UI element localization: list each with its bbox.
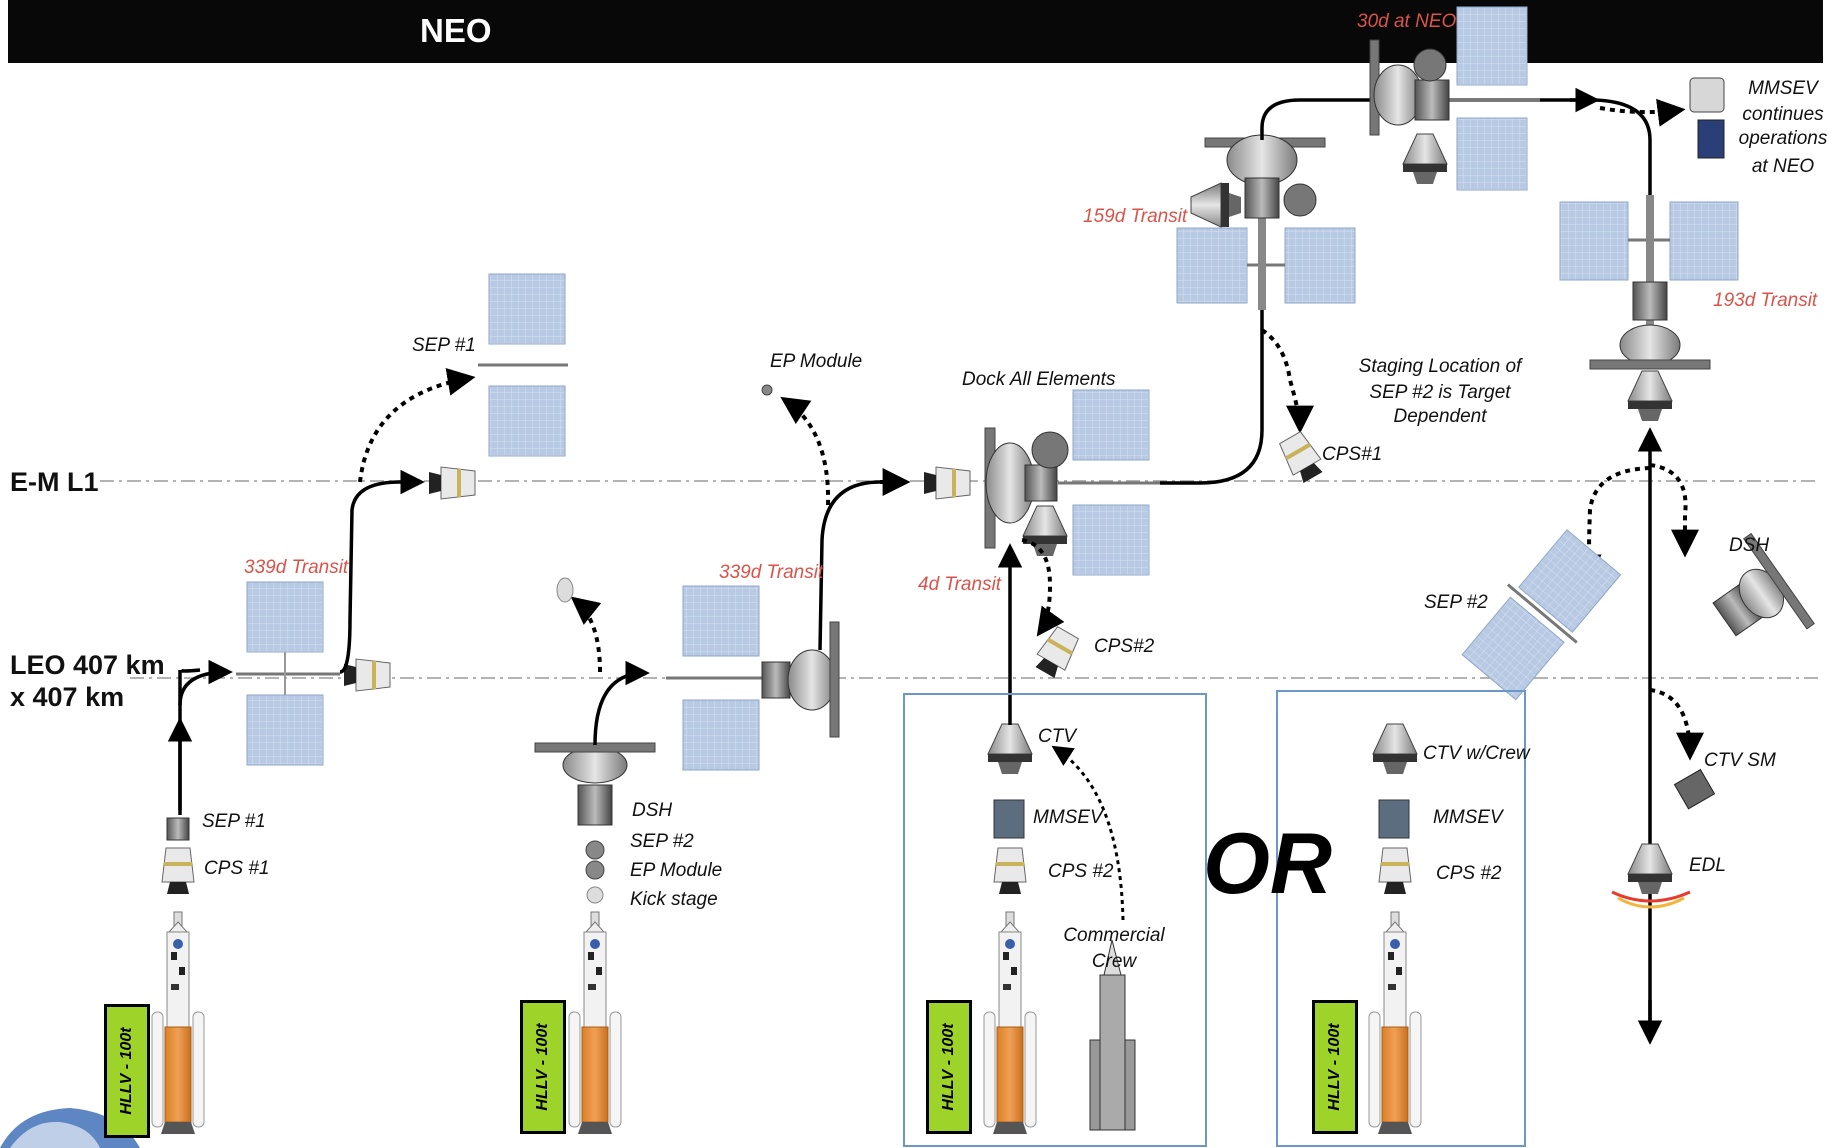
transit-4-label: 4d Transit — [918, 573, 1001, 596]
cps2-label-a: CPS #2 — [1048, 860, 1113, 883]
dsh-stack-label: DSH — [632, 799, 672, 822]
staging-note-line1: Staging Location of — [1350, 355, 1530, 378]
launch-vehicle-label: HLLV - 100t — [534, 1023, 552, 1110]
mmsev-note-line2: continues — [1738, 103, 1828, 126]
mmsev-label-b: MMSEV — [1433, 806, 1503, 829]
neo-stay-label: 30d at NEO — [1357, 10, 1456, 33]
sep1-stack-label: SEP #1 — [202, 810, 266, 833]
dsh-release-label: DSH — [1729, 534, 1769, 557]
ctv-crew-label: CTV w/Crew — [1423, 742, 1530, 765]
staging-note-line3: Dependent — [1350, 405, 1530, 428]
orbit-label-eml1: E-M L1 — [10, 467, 99, 498]
cps1-release-label: CPS#1 — [1322, 443, 1382, 466]
crew-option-box-commercial — [903, 693, 1207, 1147]
cps1-stack-label: CPS #1 — [204, 857, 269, 880]
cps2-label-b: CPS #2 — [1436, 862, 1501, 885]
ep-module-top-label: EP Module — [770, 350, 862, 373]
ctv-label: CTV — [1038, 725, 1076, 748]
ctv-sm-label: CTV SM — [1704, 749, 1776, 772]
edl-label: EDL — [1689, 854, 1726, 877]
launch-vehicle-badge-1: HLLV - 100t — [104, 1004, 150, 1138]
transit-159-label: 159d Transit — [1083, 205, 1187, 228]
mmsev-label-a: MMSEV — [1033, 806, 1103, 829]
dock-all-label: Dock All Elements — [962, 368, 1115, 391]
ep-module-stack-label: EP Module — [630, 859, 722, 882]
or-separator: OR — [1203, 815, 1332, 914]
transit-339-label-b: 339d Transit — [719, 561, 823, 584]
commercial-crew-line1: Commercial — [1060, 924, 1168, 947]
staging-note-line2: SEP #2 is Target — [1350, 381, 1530, 404]
mmsev-note-line4: at NEO — [1738, 155, 1828, 178]
orbit-label-leo-line1: LEO 407 km — [10, 650, 165, 681]
mmsev-note-line1: MMSEV — [1738, 77, 1828, 100]
commercial-crew-line2: Crew — [1060, 950, 1168, 973]
transit-339-label-a: 339d Transit — [244, 556, 348, 579]
kick-stage-label: Kick stage — [630, 888, 718, 911]
cps2-release-label: CPS#2 — [1094, 635, 1154, 658]
sep2-release-label: SEP #2 — [1424, 591, 1488, 614]
mmsev-note-line3: operations — [1738, 127, 1828, 150]
sep1-top-label: SEP #1 — [412, 334, 476, 357]
launch-vehicle-label: HLLV - 100t — [118, 1027, 136, 1114]
orbit-label-leo-line2: x 407 km — [10, 682, 124, 713]
launch-vehicle-badge-2: HLLV - 100t — [520, 1000, 566, 1134]
transit-193-label: 193d Transit — [1713, 289, 1817, 312]
sep2-stack-label: SEP #2 — [630, 830, 694, 853]
